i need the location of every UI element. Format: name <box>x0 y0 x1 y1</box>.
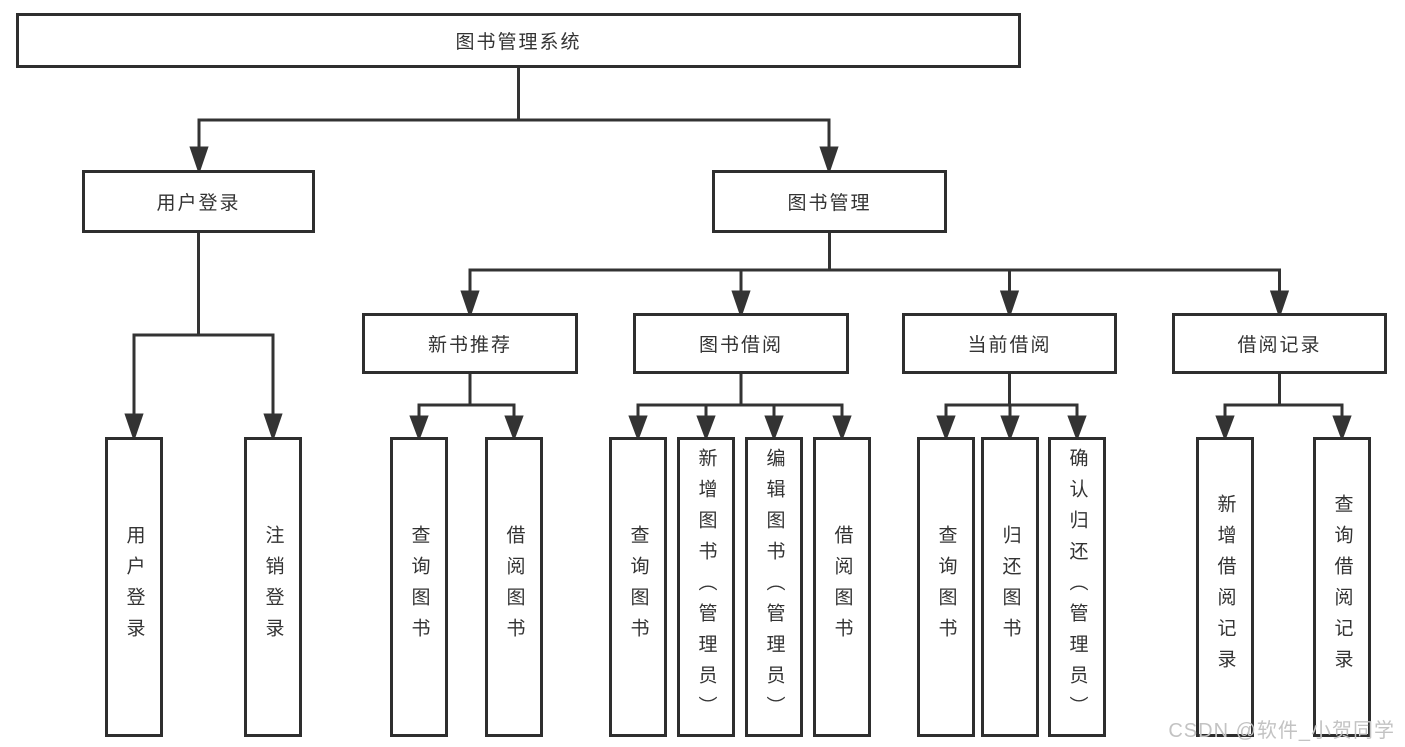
arrowhead <box>189 146 209 175</box>
leaf-label: 注销登录 <box>262 525 284 649</box>
leaf-return-books: 归还图书 <box>981 437 1039 737</box>
leaf-user-login: 用户登录 <box>105 437 163 737</box>
leaf-label: 编辑图书（管理员） <box>763 447 785 727</box>
arrowhead <box>1067 415 1087 442</box>
node-new-book-recommend: 新书推荐 <box>362 313 578 374</box>
connector-book-management-to-level3 <box>460 233 1290 319</box>
connector-user-login-children <box>124 233 283 442</box>
leaf-borrow-books-1: 借阅图书 <box>485 437 543 737</box>
arrowhead <box>1332 415 1352 442</box>
leaf-label: 新增图书（管理员） <box>695 447 717 727</box>
arrowhead <box>764 415 784 442</box>
leaf-label: 查询图书 <box>408 525 430 649</box>
arrowhead <box>460 290 480 319</box>
leaf-label: 借阅图书 <box>503 525 525 649</box>
leaf-add-borrow-record: 新增借阅记录 <box>1196 437 1254 737</box>
leaf-label: 用户登录 <box>123 525 145 649</box>
leaf-query-books-2: 查询图书 <box>609 437 667 737</box>
arrowhead <box>936 415 956 442</box>
node-borrow-records: 借阅记录 <box>1172 313 1387 374</box>
arrowhead <box>124 413 144 442</box>
leaf-logout: 注销登录 <box>244 437 302 737</box>
leaf-label: 归还图书 <box>999 525 1021 649</box>
arrowhead <box>1269 290 1290 319</box>
leaf-label: 确认归还（管理员） <box>1066 447 1088 727</box>
leaf-label: 新增借阅记录 <box>1214 494 1236 680</box>
leaf-label: 查询图书 <box>627 525 649 649</box>
leaf-edit-books-admin: 编辑图书（管理员） <box>745 437 803 737</box>
leaf-label: 借阅图书 <box>831 525 853 649</box>
arrowhead <box>731 290 751 319</box>
arrowhead <box>999 290 1020 319</box>
connector-root-to-level2 <box>189 68 839 175</box>
leaf-query-borrow-record: 查询借阅记录 <box>1313 437 1371 737</box>
node-book-management-module: 图书管理 <box>712 170 947 233</box>
node-book-borrow: 图书借阅 <box>633 313 849 374</box>
arrowhead <box>504 415 524 442</box>
connector-borrow-records-children <box>1215 374 1352 442</box>
connector-book-borrow-children <box>628 374 852 442</box>
connector-current-borrow-children <box>936 374 1087 442</box>
leaf-confirm-return-admin: 确认归还（管理员） <box>1048 437 1106 737</box>
leaf-label: 查询借阅记录 <box>1331 494 1353 680</box>
arrowhead <box>1215 415 1235 442</box>
csdn-watermark: CSDN @软件_小贺同学 <box>1168 720 1395 742</box>
node-user-login-module: 用户登录 <box>82 170 315 233</box>
node-current-borrow: 当前借阅 <box>902 313 1117 374</box>
arrowhead <box>1000 415 1020 442</box>
leaf-add-books-admin: 新增图书（管理员） <box>677 437 735 737</box>
arrowhead <box>263 413 283 442</box>
arrowhead <box>832 415 852 442</box>
leaf-query-books-3: 查询图书 <box>917 437 975 737</box>
leaf-borrow-books-2: 借阅图书 <box>813 437 871 737</box>
node-root-library-management-system: 图书管理系统 <box>16 13 1021 68</box>
arrowhead <box>696 415 716 442</box>
arrowhead <box>819 146 839 175</box>
connector-new-book-children <box>409 374 524 442</box>
leaf-label: 查询图书 <box>935 525 957 649</box>
arrowhead <box>409 415 429 442</box>
leaf-query-books-1: 查询图书 <box>390 437 448 737</box>
arrowhead <box>628 415 648 442</box>
